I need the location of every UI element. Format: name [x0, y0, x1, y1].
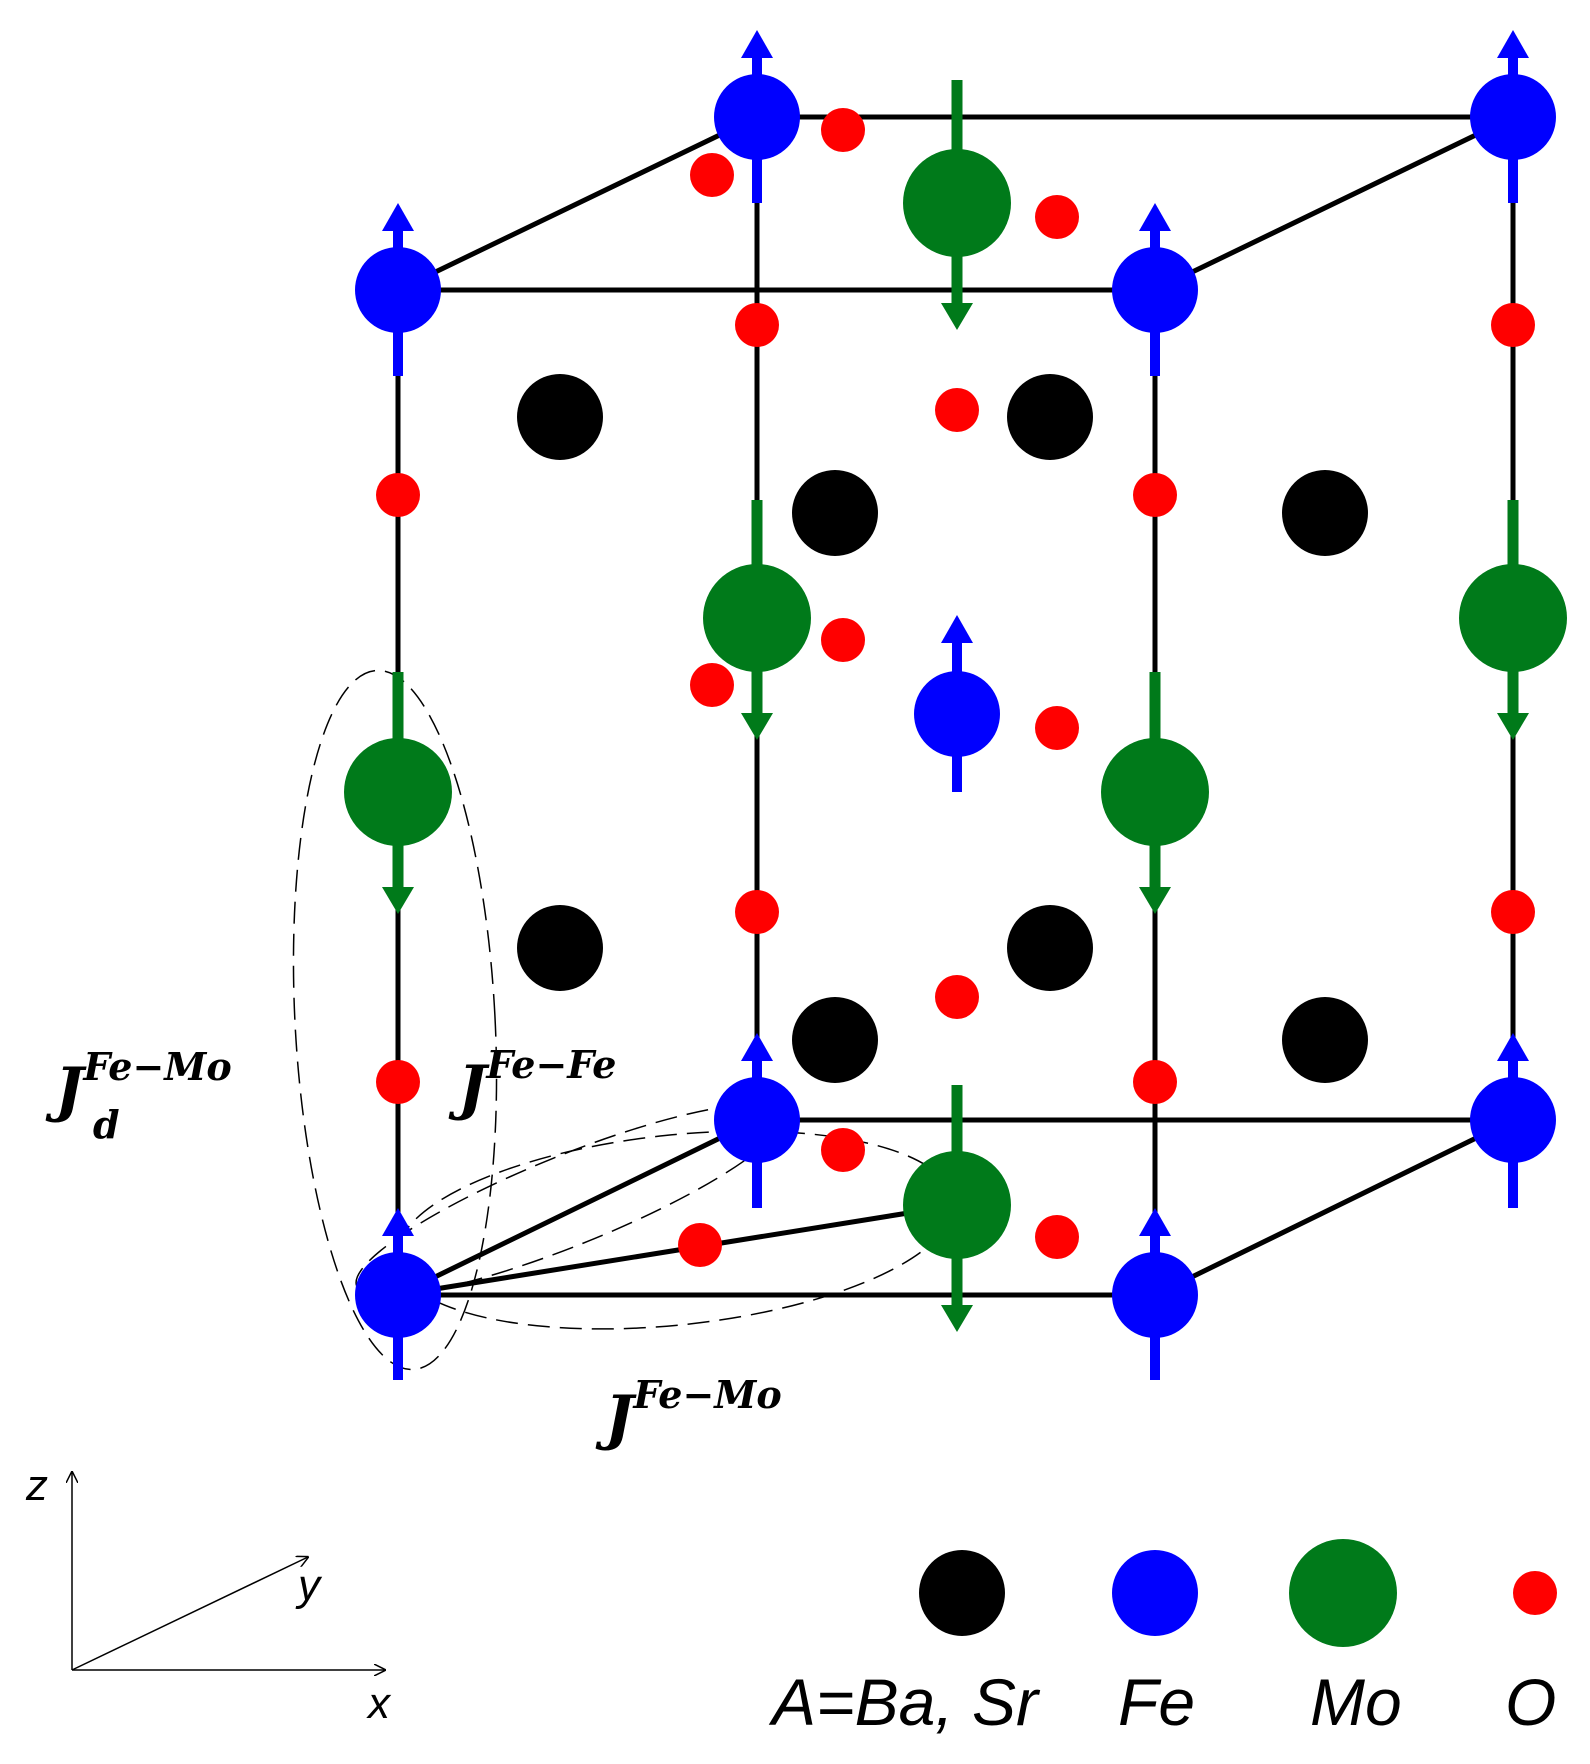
legend-o-swatch [1513, 1571, 1557, 1615]
j-fe-mo-path [395, 1130, 955, 1330]
o-atom [1035, 195, 1079, 239]
o-atom [821, 618, 865, 662]
o-atom [735, 890, 779, 934]
y-axis [71, 1557, 308, 1671]
j-fe-fe-label: JFe−Fe [448, 1042, 616, 1123]
o-atom [735, 303, 779, 347]
fe-atom-spin [714, 1033, 800, 1208]
edge [1152, 114, 1516, 293]
legend-fe-swatch [1112, 1550, 1198, 1636]
o-atom [678, 1223, 722, 1267]
y-axis-label: y [295, 1561, 323, 1610]
fe-atom-spin [914, 615, 1000, 792]
mo-atoms [344, 80, 1567, 1332]
fe-atom-spin [355, 1208, 441, 1380]
o-atoms [376, 108, 1535, 1267]
a-site-atom [517, 374, 603, 460]
fe-atoms [355, 30, 1556, 1380]
edge [395, 1117, 760, 1298]
j-fe-mo-label: JFe−Mo [595, 1372, 782, 1453]
a-site-atom [1282, 997, 1368, 1083]
o-atom [1133, 473, 1177, 517]
legend-fe-label: Fe [1118, 1665, 1195, 1739]
a-site-atom [1282, 470, 1368, 556]
o-atom [1491, 303, 1535, 347]
edge [1152, 1117, 1516, 1298]
coordinate-axes [72, 1472, 385, 1670]
fe-atom-spin [355, 203, 441, 376]
o-atom [1491, 890, 1535, 934]
o-atom [1035, 706, 1079, 750]
legend-mo-swatch [1289, 1539, 1397, 1647]
o-atom [821, 108, 865, 152]
bond-fe-o-mo [395, 1202, 961, 1298]
o-atom [690, 663, 734, 707]
fe-atom-spin [1470, 30, 1556, 203]
mo-atom-spin [903, 80, 1011, 330]
legend-a-site-label: A=Ba, Sr [768, 1665, 1041, 1739]
a-site-atoms [517, 374, 1368, 1083]
fe-atom-spin [1112, 1208, 1198, 1380]
j-d-fe-mo-path [292, 669, 498, 1371]
mo-atom-spin [1459, 500, 1567, 740]
o-atom [935, 388, 979, 432]
a-site-atom [517, 905, 603, 991]
o-atom [690, 153, 734, 197]
a-site-atom [792, 470, 878, 556]
o-atom [821, 1128, 865, 1172]
edge [395, 114, 760, 293]
legend-o-label: O [1505, 1665, 1556, 1739]
o-atom [376, 473, 420, 517]
a-site-atom [792, 997, 878, 1083]
o-atom [935, 975, 979, 1019]
a-site-atom [1007, 905, 1093, 991]
mo-atom-spin [1101, 672, 1209, 914]
fe-atom-spin [714, 30, 800, 203]
x-axis-label: x [366, 1679, 392, 1728]
o-atom [1133, 1060, 1177, 1104]
legend-mo-label: Mo [1310, 1665, 1402, 1739]
o-atom [1035, 1215, 1079, 1259]
z-axis-label: z [25, 1461, 48, 1510]
mo-atom-spin [703, 500, 811, 740]
legend: A=Ba, Sr Fe Mo O [768, 1539, 1557, 1739]
mo-atom-spin [903, 1085, 1011, 1332]
legend-a-site-swatch [919, 1550, 1005, 1636]
mo-atom-spin [344, 672, 452, 914]
fe-atom-spin [1112, 203, 1198, 376]
fe-atom-spin [1470, 1033, 1556, 1208]
a-site-atom [1007, 374, 1093, 460]
o-atom [376, 1060, 420, 1104]
